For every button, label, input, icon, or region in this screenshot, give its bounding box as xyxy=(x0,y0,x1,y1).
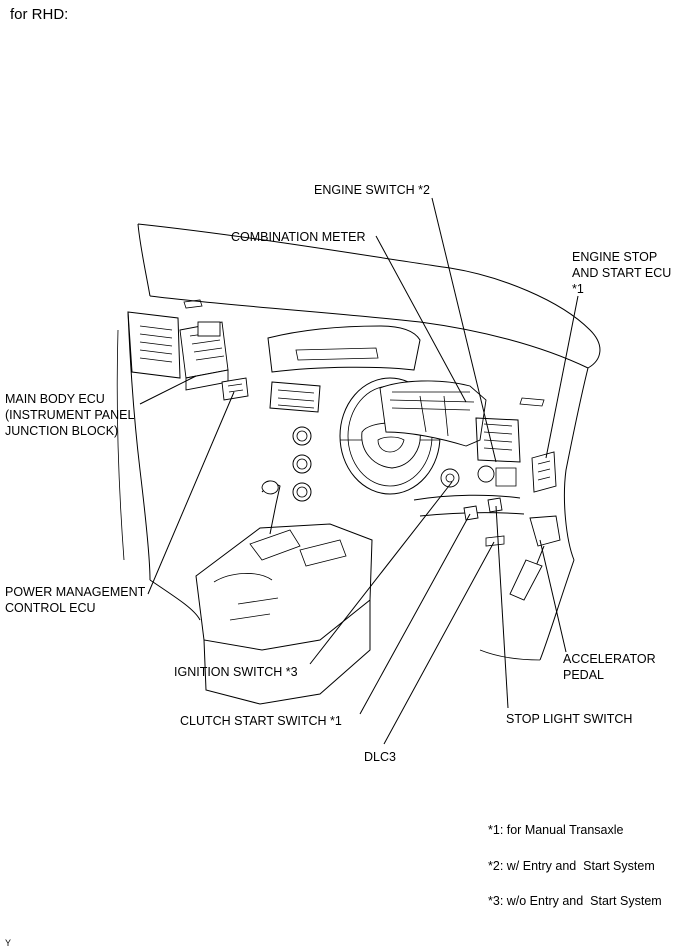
footnote-1: *1: for Manual Transaxle xyxy=(488,823,624,837)
label-main-body-ecu: MAIN BODY ECU (INSTRUMENT PANEL JUNCTION… xyxy=(5,392,135,438)
center-console xyxy=(195,480,373,705)
page-header: for RHD: xyxy=(10,6,69,23)
label-power-management: POWER MANAGEMENT CONTROL ECU xyxy=(5,585,146,615)
leader-engine-stop-ecu xyxy=(545,295,579,459)
combination-meter-shape xyxy=(379,380,487,447)
leader-dlc3 xyxy=(383,541,495,745)
leader-power-management xyxy=(147,391,235,595)
leader-stop-light xyxy=(495,505,509,709)
accelerator-pedal-shape xyxy=(509,515,561,601)
power-management-ecu-shape xyxy=(221,377,249,401)
center-stack xyxy=(183,299,545,502)
engine-stop-ecu-shape xyxy=(531,451,557,493)
dashboard-outline xyxy=(116,223,601,661)
label-dlc3: DLC3 xyxy=(364,750,396,764)
label-stop-light-switch: STOP LIGHT SWITCH xyxy=(506,712,633,726)
engine-switch-shape xyxy=(475,417,521,487)
label-ignition-switch: IGNITION SWITCH *3 xyxy=(174,665,298,679)
leader-ignition-switch xyxy=(309,481,453,665)
lower-dash xyxy=(413,494,525,547)
footnote-3: *3: w/o Entry and Start System xyxy=(488,894,662,908)
left-air-vent xyxy=(127,311,181,379)
footnote-2: *2: w/ Entry and Start System xyxy=(488,859,655,873)
corner-mark: Y xyxy=(5,938,12,948)
label-engine-switch: ENGINE SWITCH *2 xyxy=(314,183,430,197)
leader-engine-switch xyxy=(431,197,497,463)
leader-clutch-start xyxy=(359,513,471,715)
label-clutch-start-switch: CLUTCH START SWITCH *1 xyxy=(180,714,342,728)
label-accelerator-pedal: ACCELERATOR PEDAL xyxy=(563,652,656,682)
leader-accelerator xyxy=(539,539,567,653)
main-body-ecu-shape xyxy=(179,321,229,391)
ignition-switch-shape xyxy=(440,468,460,488)
label-engine-stop-ecu: ENGINE STOP AND START ECU *1 xyxy=(572,250,672,296)
leader-main-body-ecu xyxy=(139,375,197,405)
leader-lines xyxy=(139,197,579,745)
leader-combination-meter xyxy=(375,235,467,403)
label-combination-meter: COMBINATION METER xyxy=(231,230,366,244)
